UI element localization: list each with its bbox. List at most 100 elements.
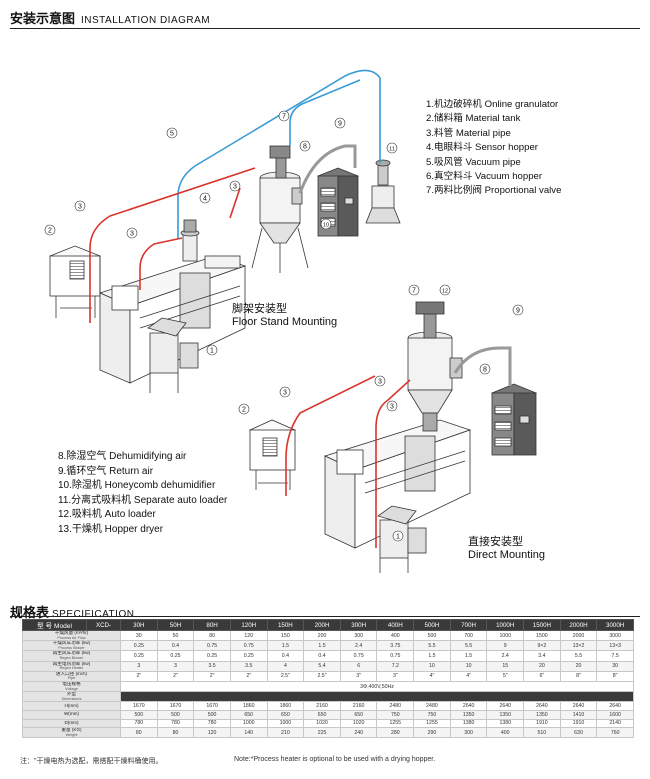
spec-cell: 0.4 bbox=[156, 640, 195, 652]
granulator-top bbox=[147, 317, 199, 393]
spec-cell: 4" bbox=[449, 670, 488, 682]
spec-cell: 0.75 bbox=[339, 650, 378, 662]
spec-cell: 9 bbox=[486, 640, 525, 652]
spec-cell: 1500 bbox=[523, 629, 561, 642]
spec-cell: 0.75 bbox=[229, 640, 268, 652]
model-column-header: 1500H bbox=[523, 619, 561, 631]
spec-cell: 400 bbox=[376, 629, 415, 642]
spec-cell: 80 bbox=[193, 629, 231, 642]
spec-cell: 1860 bbox=[229, 701, 268, 711]
model-column-header: 2000H bbox=[559, 619, 598, 631]
spec-cell: 8" bbox=[596, 670, 634, 682]
legend-item: 12.吸料机 Auto loader bbox=[58, 509, 156, 521]
spec-cell: 10 bbox=[449, 660, 488, 672]
spec-cell: 1000 bbox=[229, 718, 268, 729]
spec-cell: 1255 bbox=[376, 718, 415, 729]
spec-cell: 1.5 bbox=[266, 640, 305, 652]
row-label-en: Voltage bbox=[65, 686, 78, 691]
spec-cell: 700 bbox=[449, 629, 488, 642]
spec-cell: 2.5" bbox=[303, 670, 341, 682]
spec-cell: 780 bbox=[193, 718, 231, 729]
callout-3-bottom-b: 3 bbox=[378, 379, 382, 386]
row-label-cn: 干燥风车功率 (kw) bbox=[52, 640, 91, 646]
spec-cell: 2.4 bbox=[486, 650, 525, 662]
row-label-cn: 再生风车功率 (kw) bbox=[52, 650, 91, 656]
spec-cell: 150 bbox=[266, 629, 305, 642]
installation-drawing: 1 2 3 3 3 4 5 7 8 9 10 11 1 2 bbox=[44, 69, 538, 573]
row-label-cn: 干燥风量 (m³/hr) bbox=[54, 630, 89, 635]
spec-cell: 0.4 bbox=[303, 650, 341, 662]
callout-3-bottom-a: 3 bbox=[283, 390, 287, 397]
callout-9-bottom: 9 bbox=[516, 308, 520, 315]
spec-cell: 3.5 bbox=[229, 660, 268, 672]
spec-cell: 0.75 bbox=[376, 650, 415, 662]
spec-cell: 2140 bbox=[596, 718, 634, 729]
spec-cell: 3 bbox=[120, 660, 158, 672]
row-label: H(mm) bbox=[22, 701, 121, 711]
row-label: 再生电热功率 (kw)Regen Heater bbox=[22, 660, 121, 672]
row-label-cn: 外型 bbox=[66, 691, 77, 697]
legend-item: 2.储料箱 Material tank bbox=[426, 113, 521, 125]
header-title-cn: 安装示意图 bbox=[10, 11, 76, 26]
model-column-header: 80H bbox=[193, 619, 231, 631]
spec-cell: 300 bbox=[449, 727, 488, 739]
spec-cell: 5.5 bbox=[449, 640, 488, 652]
row-label-en: Regen Blower bbox=[59, 655, 84, 660]
legend-item: 11.分离式吸料机 Separate auto loader bbox=[58, 494, 228, 506]
row-label: 进入口径 (inch)Pipe bbox=[22, 670, 121, 682]
legend-item: 4.电眼料斗 Sensor hopper bbox=[426, 142, 538, 154]
spec-cell: 1910 bbox=[559, 718, 598, 729]
model-column-header: 400H bbox=[376, 619, 415, 631]
material-pipe-top-3 bbox=[229, 187, 241, 219]
row-label-cn: 进入口径 (inch) bbox=[55, 671, 88, 676]
spec-cell: 140 bbox=[229, 727, 268, 739]
spec-cell: 7.5 bbox=[596, 650, 634, 662]
spec-cell: 1.5 bbox=[449, 650, 488, 662]
spec-cell: 2000 bbox=[559, 629, 598, 642]
separate-loader-top bbox=[365, 159, 401, 224]
spec-cell: 20 bbox=[559, 660, 598, 672]
spec-cell: 6 bbox=[339, 660, 378, 672]
spec-cell: 2480 bbox=[376, 701, 415, 711]
callout-2-top: 2 bbox=[48, 228, 52, 235]
spec-cell: 2.5" bbox=[266, 670, 305, 682]
caption-direct-en: Direct Mounting bbox=[468, 549, 546, 561]
model-column-header: 300H bbox=[339, 619, 378, 631]
row-label-en: Regen Heater bbox=[59, 666, 84, 671]
row-label: 重量 (KG)Weight bbox=[22, 727, 121, 739]
injection-machine-bottom bbox=[323, 419, 472, 549]
spec-note-en: Note:*Process heater is optional to be u… bbox=[234, 756, 436, 763]
spec-cell: 1255 bbox=[413, 718, 451, 729]
spec-cell: 750 bbox=[413, 709, 451, 720]
spec-cell: 300 bbox=[339, 629, 378, 642]
spec-cell: 10 bbox=[413, 660, 451, 672]
callout-3-bottom-c: 3 bbox=[390, 404, 394, 411]
spec-cell: 2" bbox=[156, 670, 195, 682]
spec-cell: 1670 bbox=[156, 701, 195, 711]
legend-item: 6.真空料斗 Vacuum hopper bbox=[426, 171, 543, 183]
callout-1-bottom: 1 bbox=[396, 534, 400, 541]
callout-1-top: 1 bbox=[210, 348, 214, 355]
spec-rule bbox=[10, 616, 640, 617]
row-label-en: Dimensions bbox=[61, 696, 82, 701]
spec-cell: 7.2 bbox=[376, 660, 415, 672]
spec-cell: 30 bbox=[596, 660, 634, 672]
spec-cell: 4" bbox=[413, 670, 451, 682]
spec-cell: 500 bbox=[413, 629, 451, 642]
spec-cell: 6" bbox=[523, 670, 561, 682]
spec-cell: 5.4 bbox=[303, 660, 341, 672]
caption-floor-cn: 脚架安装型 bbox=[232, 303, 287, 315]
spec-cell: 80 bbox=[120, 727, 158, 739]
callout-3-top-b: 3 bbox=[130, 231, 134, 238]
spec-cell: 2" bbox=[229, 670, 268, 682]
spec-cell: 3000 bbox=[596, 629, 634, 642]
